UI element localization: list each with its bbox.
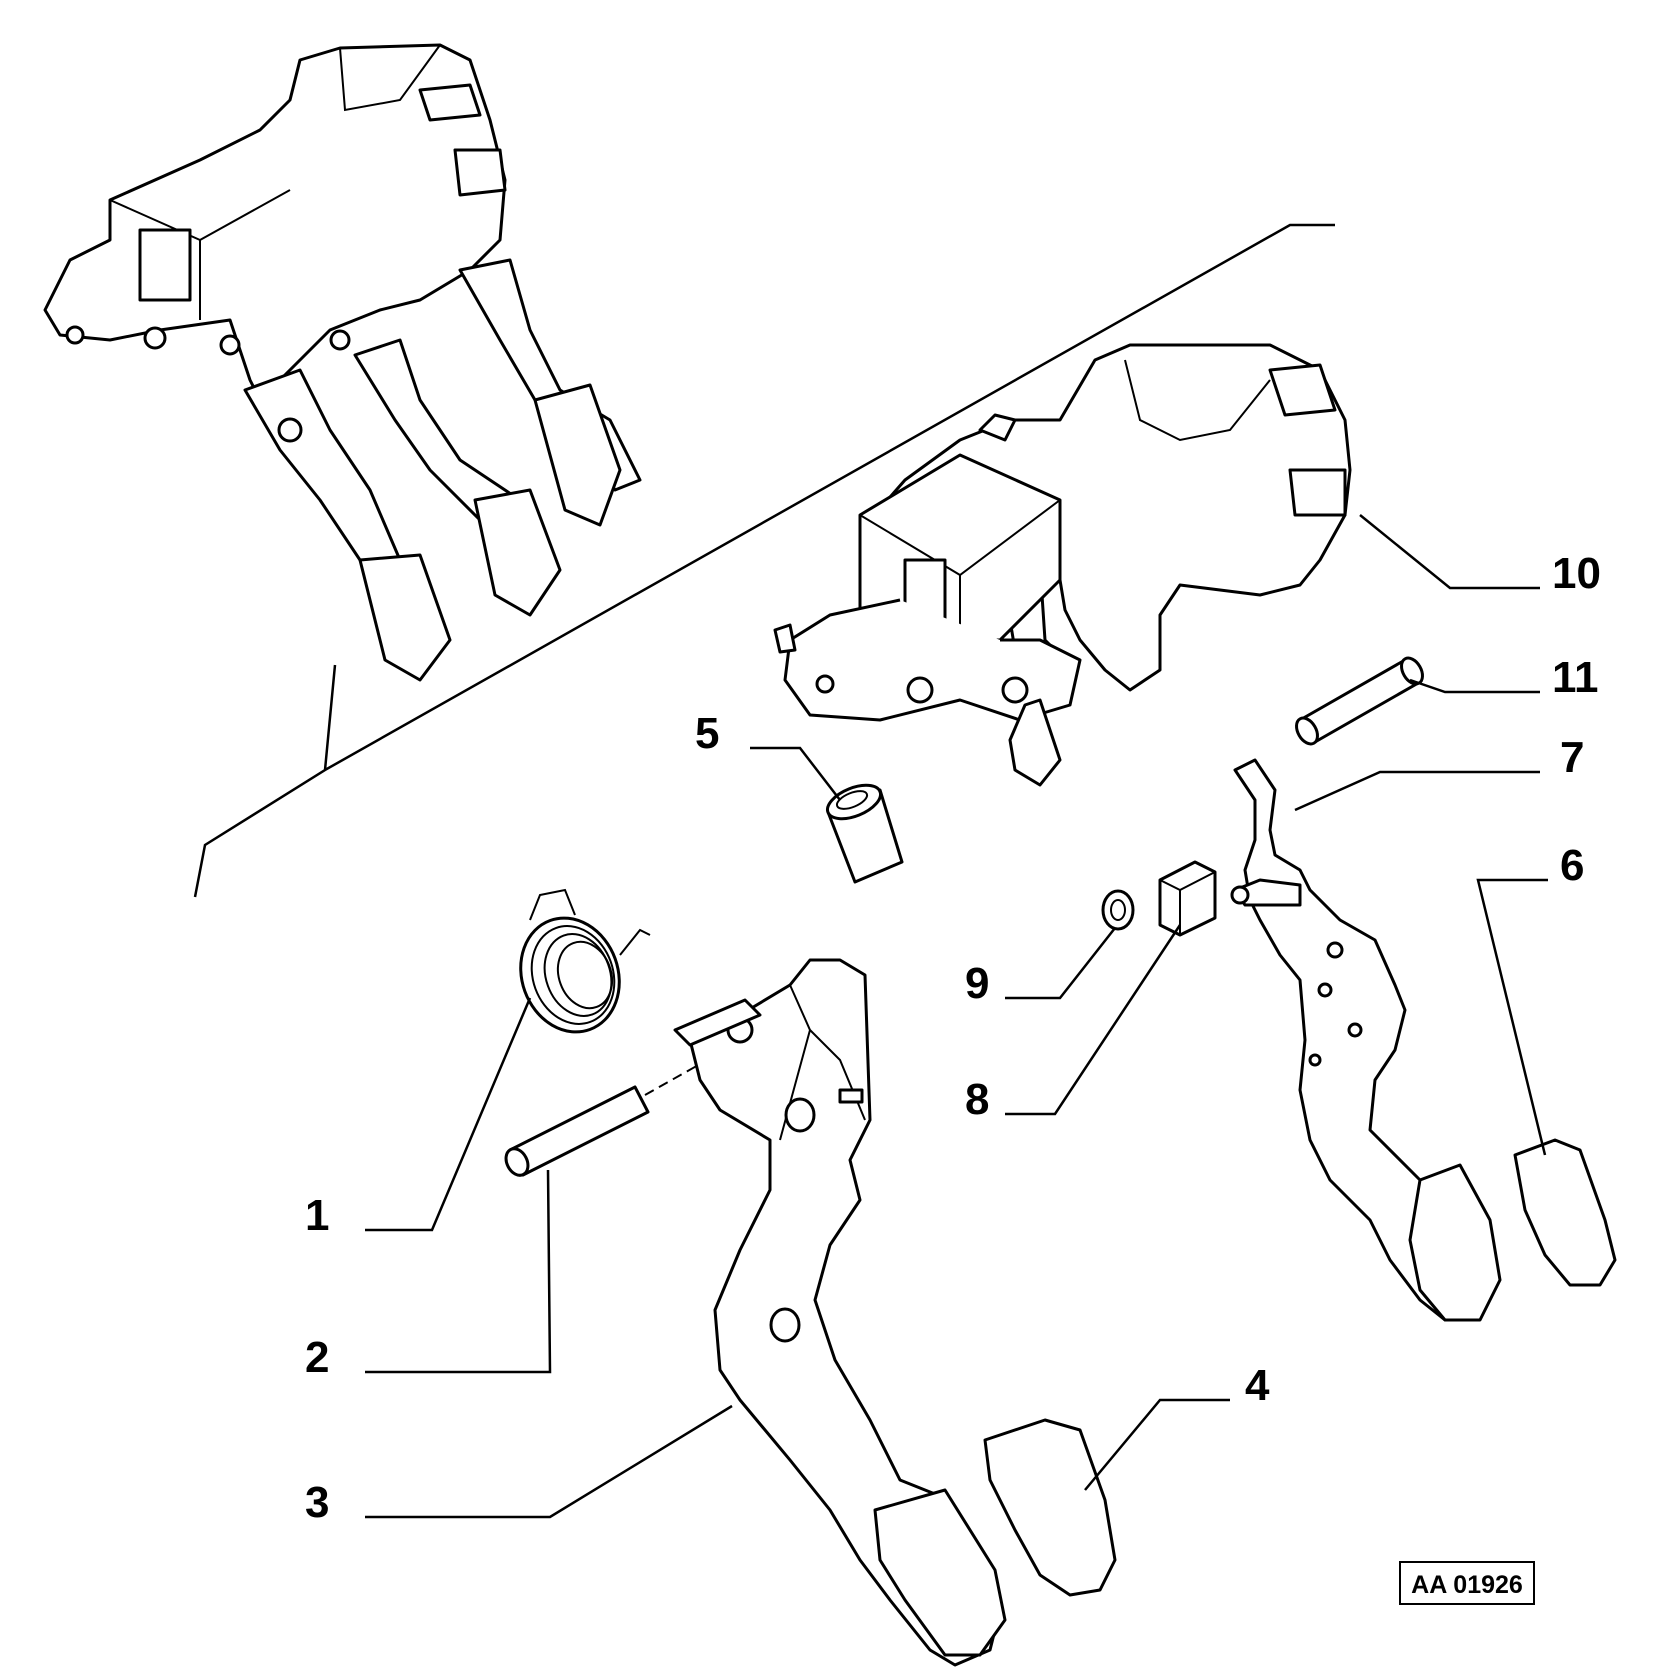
leader-10 bbox=[1359, 514, 1540, 590]
part-8-rubber-stop bbox=[1158, 860, 1217, 937]
callout-3: 3 bbox=[305, 1478, 329, 1527]
leader-lines bbox=[365, 514, 1548, 1519]
part-10-pedal-bracket bbox=[773, 343, 1352, 787]
callout-8: 8 bbox=[965, 1075, 989, 1124]
part-3-pedal-arm bbox=[673, 958, 1007, 1667]
callout-1: 1 bbox=[305, 1191, 329, 1240]
callout-9: 9 bbox=[965, 959, 989, 1008]
leader-3 bbox=[365, 1404, 733, 1519]
callout-4: 4 bbox=[1245, 1361, 1270, 1410]
part-4-pedal-pad bbox=[983, 1418, 1117, 1597]
part-6-pedal-pad bbox=[1513, 1138, 1617, 1287]
leader-11 bbox=[1409, 678, 1540, 694]
part-7-lever-arm bbox=[1230, 758, 1502, 1322]
leader-4 bbox=[1084, 1398, 1230, 1491]
callout-2: 2 bbox=[305, 1333, 329, 1382]
part-9-washer bbox=[1101, 889, 1135, 931]
leader-8 bbox=[1005, 924, 1182, 1116]
leader-5 bbox=[750, 746, 841, 801]
callout-11: 11 bbox=[1552, 653, 1599, 702]
callout-10: 10 bbox=[1552, 549, 1601, 598]
leader-9 bbox=[1005, 927, 1116, 1000]
leader-2 bbox=[365, 1169, 552, 1374]
leader-6 bbox=[1476, 878, 1548, 1156]
part-2-pivot-pin bbox=[504, 1049, 726, 1177]
part-1-return-spring bbox=[519, 888, 651, 1034]
callout-labels: 1 2 3 4 5 6 7 8 9 10 11 bbox=[305, 549, 1601, 1527]
callout-6: 6 bbox=[1560, 841, 1584, 890]
callout-5: 5 bbox=[695, 709, 719, 758]
reference-code-box: AA 01926 bbox=[1399, 1561, 1535, 1605]
leader-7 bbox=[1294, 770, 1540, 812]
reference-code: AA 01926 bbox=[1411, 1571, 1523, 1599]
callout-7: 7 bbox=[1560, 733, 1584, 782]
separator-break-line bbox=[193, 223, 1335, 898]
assembled-pedal-box-overview bbox=[43, 43, 642, 682]
leader-1 bbox=[365, 997, 532, 1232]
part-11-pin bbox=[1295, 656, 1424, 746]
part-5-bushing bbox=[826, 783, 904, 884]
